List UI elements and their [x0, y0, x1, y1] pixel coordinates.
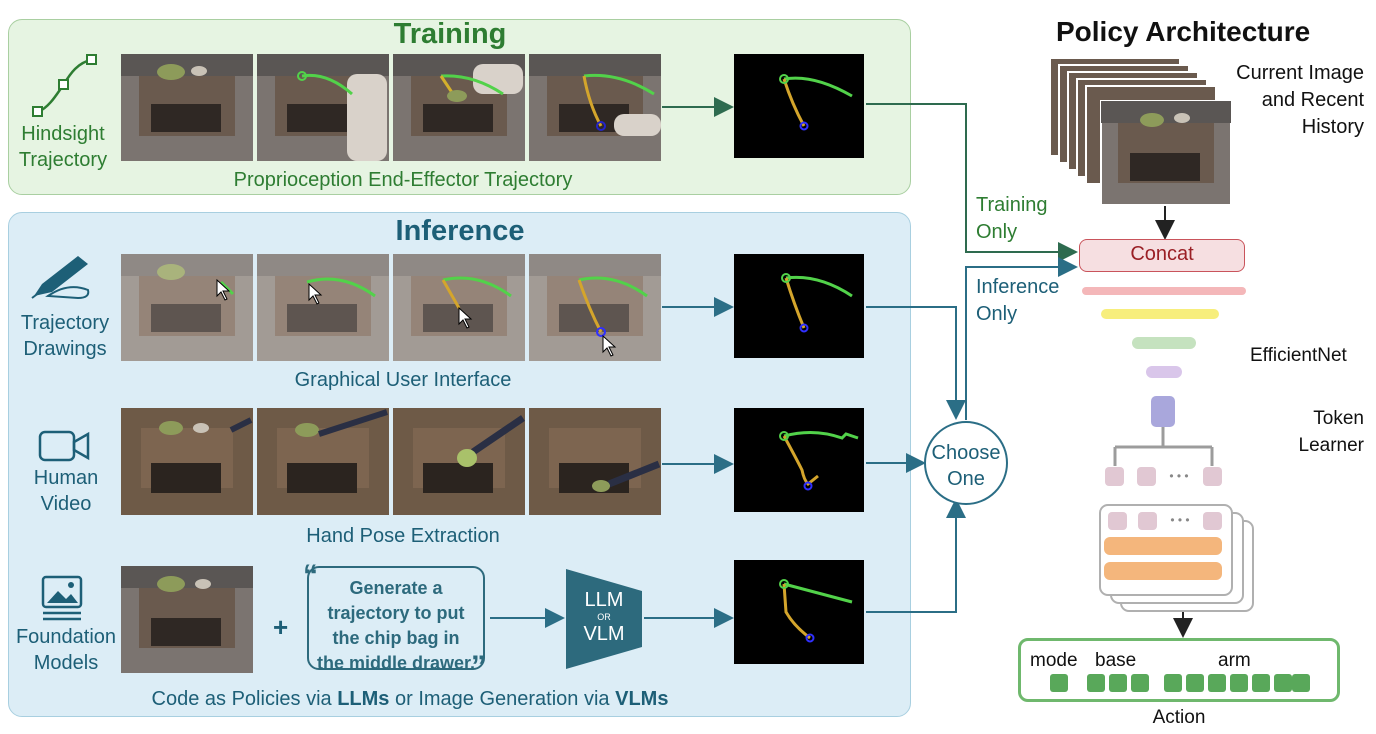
action-token-arm-4 — [1230, 674, 1248, 692]
bezier-curve-icon — [32, 54, 97, 117]
transformer-token-2 — [1138, 512, 1157, 530]
token-ellipsis: • • • — [1169, 469, 1189, 483]
gui-frame-2 — [257, 254, 389, 361]
video-caption: Hand Pose Extraction — [306, 525, 500, 547]
action-token-arm-2 — [1186, 674, 1204, 692]
action-token-arm-7 — [1292, 674, 1310, 692]
token-2 — [1137, 467, 1156, 486]
action-token-arm-3 — [1208, 674, 1226, 692]
training-title: Training — [393, 18, 507, 50]
action-mode-label: mode — [1030, 650, 1078, 671]
efficientnet-layer-3 — [1132, 337, 1196, 349]
plus-sign: + — [273, 612, 289, 642]
training-frame-1 — [121, 54, 253, 161]
efficientnet-layer-1 — [1082, 287, 1246, 295]
transformer-layer-2 — [1104, 562, 1222, 580]
video-frame-3 — [393, 408, 525, 515]
image-history-stack — [1049, 57, 1232, 206]
video-frame-2 — [257, 408, 389, 515]
gui-caption: Graphical User Interface — [294, 369, 512, 391]
training-caption: Proprioception End-Effector Trajectory — [233, 169, 573, 191]
training-trajectory-image — [734, 54, 864, 158]
inference-title: Inference — [395, 215, 525, 247]
training-frame-2 — [257, 54, 389, 161]
gui-frame-1 — [121, 254, 253, 361]
concat-block — [1079, 239, 1245, 272]
transformer-ellipsis: • • • — [1170, 513, 1190, 527]
training-frame-4 — [529, 54, 661, 161]
video-trajectory-image — [734, 408, 864, 512]
prompt-text: Generate a trajectory to put the chip ba… — [316, 578, 476, 673]
efficientnet-layer-4 — [1146, 366, 1182, 378]
foundation-frame — [121, 566, 253, 673]
pen-hand-icon — [31, 256, 90, 300]
video-frame-4 — [529, 408, 661, 515]
video-camera-icon — [38, 430, 90, 462]
model-box-label: LLM OR VLM — [583, 589, 625, 645]
action-caption: Action — [1152, 707, 1206, 728]
gui-frame-4 — [529, 254, 661, 361]
policy-title: Policy Architecture — [1056, 16, 1311, 47]
action-token-base-2 — [1109, 674, 1127, 692]
action-token-mode — [1050, 674, 1068, 692]
efficientnet-label: EfficientNet — [1250, 345, 1347, 366]
concat-label: Concat — [1130, 243, 1194, 265]
action-token-arm-5 — [1252, 674, 1270, 692]
choose-one-node — [924, 421, 1008, 505]
transformer-layer-1 — [1104, 537, 1222, 555]
action-token-arm-6 — [1274, 674, 1292, 692]
llm-vlm-model-box — [566, 569, 642, 669]
token-3 — [1203, 467, 1222, 486]
image-document-icon — [41, 575, 83, 621]
gui-frame-3 — [393, 254, 525, 361]
transformer-token-1 — [1108, 512, 1127, 530]
action-arm-label: arm — [1218, 650, 1251, 671]
training-frame-3 — [393, 54, 525, 161]
action-token-arm-1 — [1164, 674, 1182, 692]
foundation-caption: Code as Policies via LLMs or Image Gener… — [151, 688, 669, 710]
action-base-label: base — [1095, 650, 1137, 671]
transformer-token-3 — [1203, 512, 1222, 530]
close-quote: ” — [471, 650, 486, 683]
prompt-box: Generate a trajectory to put the chip ba… — [307, 566, 485, 673]
token-learner-block — [1151, 396, 1175, 427]
action-token-base-3 — [1131, 674, 1149, 692]
gui-trajectory-image — [734, 254, 864, 358]
open-quote: “ — [303, 559, 318, 592]
efficientnet-layer-2 — [1101, 309, 1219, 319]
video-frame-1 — [121, 408, 253, 515]
token-1 — [1105, 467, 1124, 486]
foundation-trajectory-image — [734, 560, 864, 664]
action-token-base-1 — [1087, 674, 1105, 692]
